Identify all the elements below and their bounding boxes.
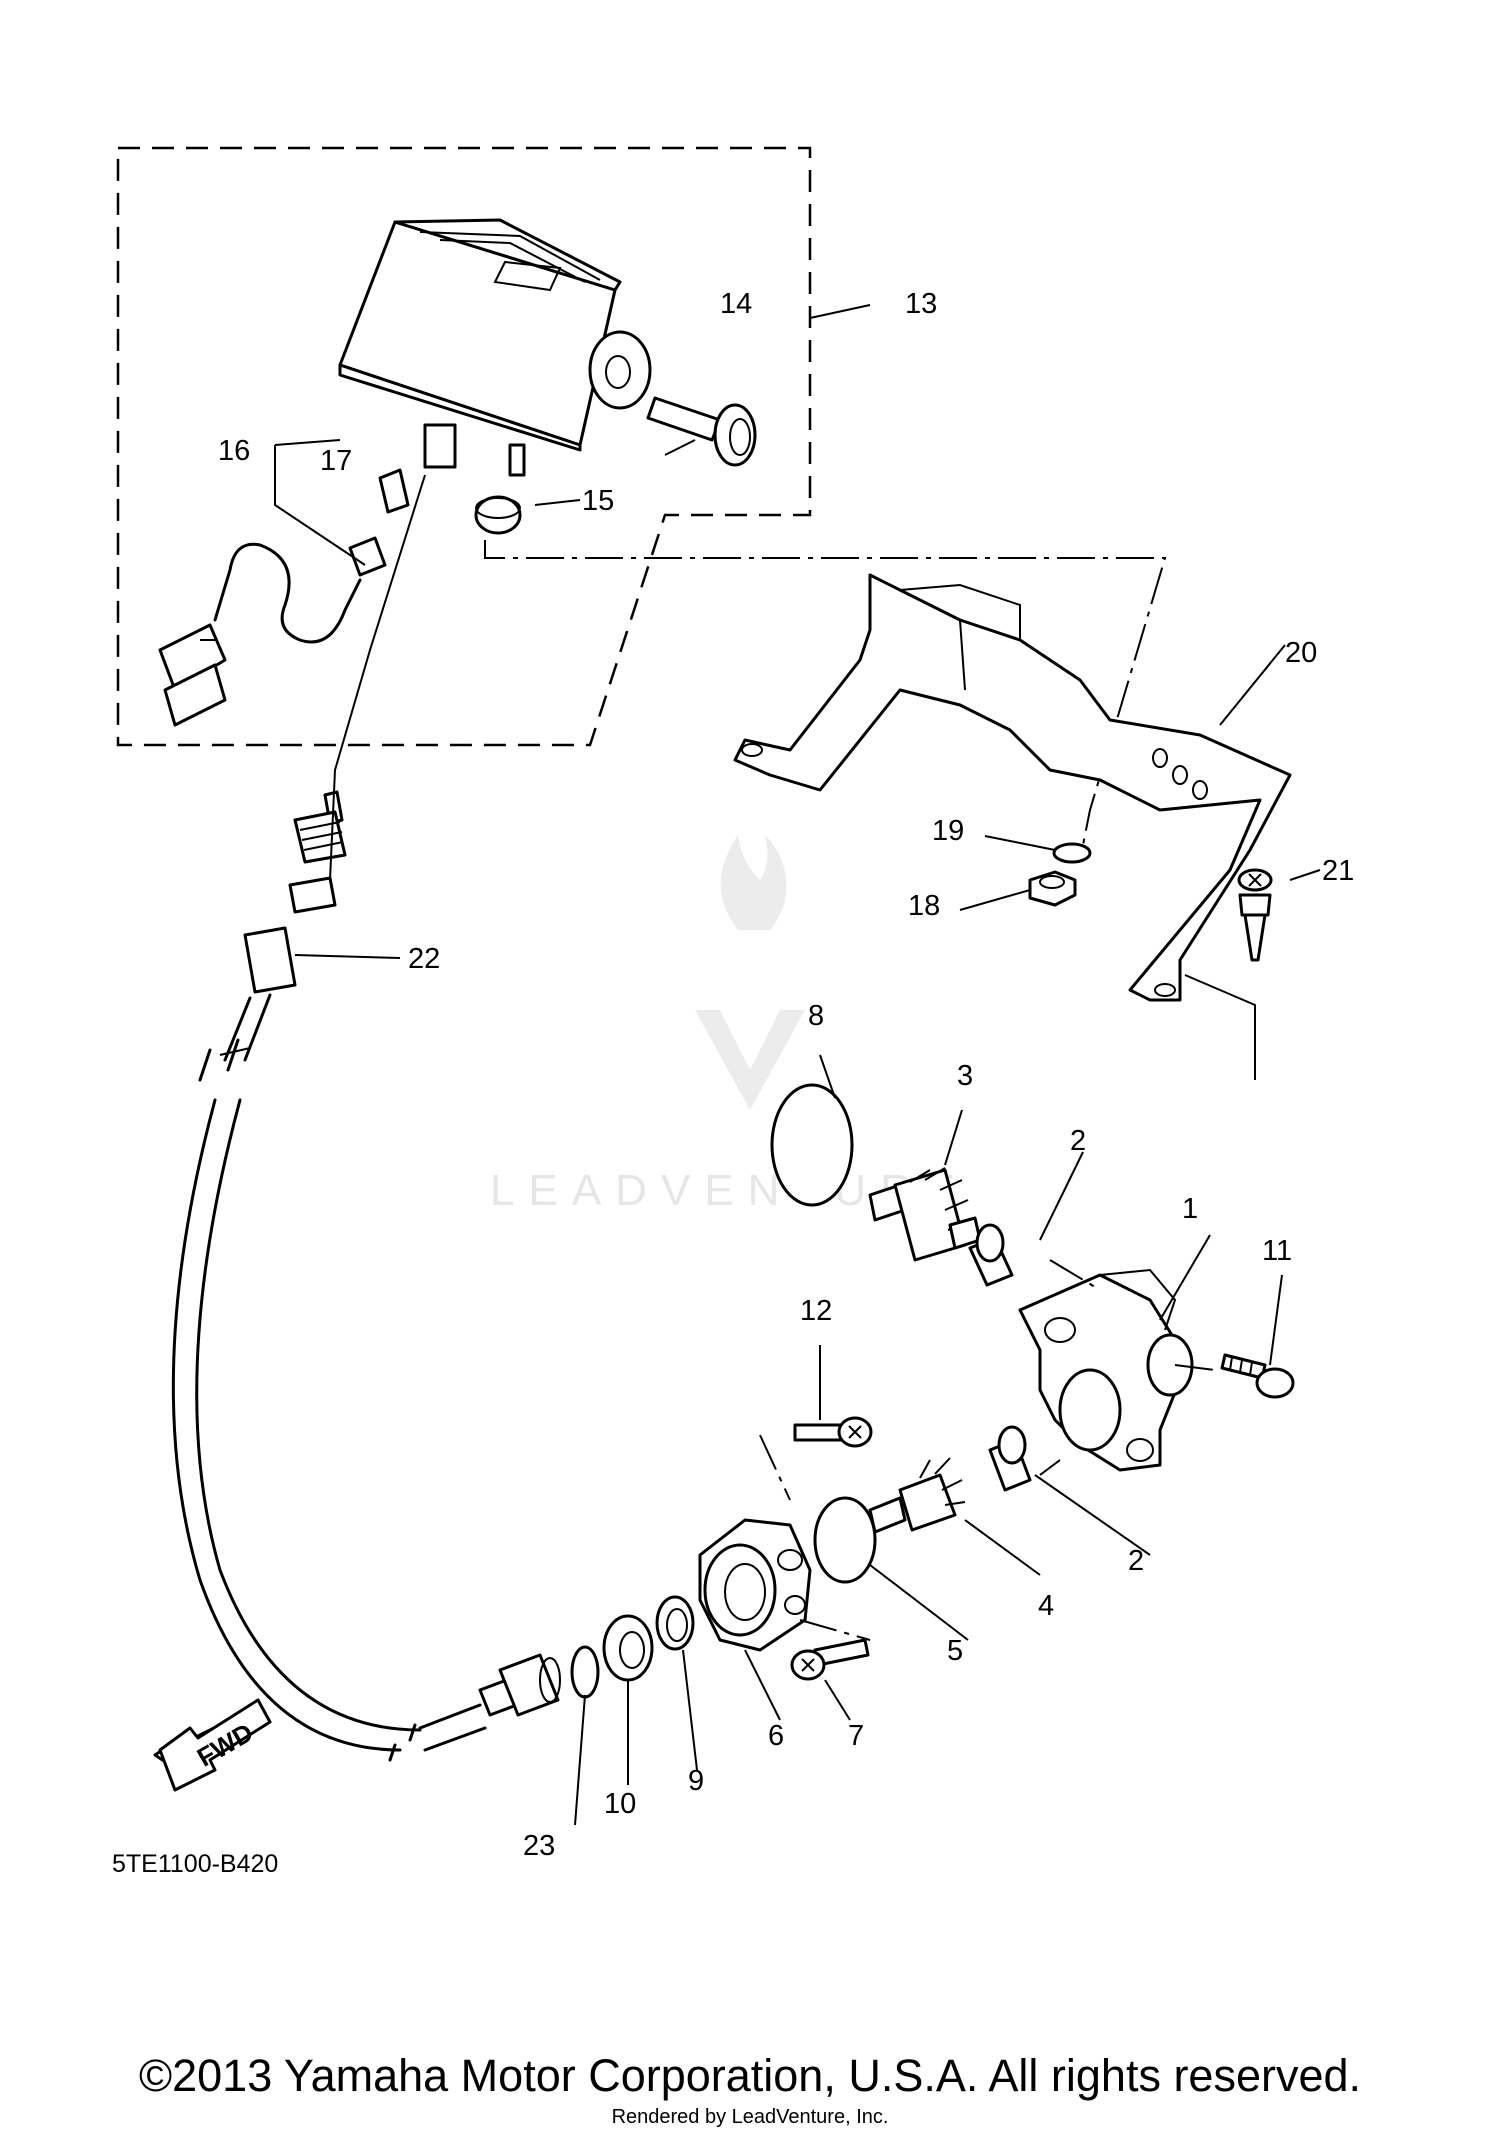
callout-11: 11 <box>1262 1235 1292 1267</box>
callout-23: 23 <box>523 1830 555 1862</box>
callout-17: 17 <box>320 445 352 477</box>
drive-gear-4 <box>868 1457 966 1534</box>
watermark: LEADVENTURE <box>490 835 955 1215</box>
trip-knob <box>646 396 757 467</box>
oil-seal-10 <box>602 1614 654 1682</box>
washer-9 <box>655 1595 695 1651</box>
callout-5: 5 <box>947 1635 963 1667</box>
callout-8: 8 <box>808 1000 824 1032</box>
screw-7 <box>790 1638 870 1681</box>
callout-16: 16 <box>218 435 250 467</box>
meter-bracket <box>733 573 1292 1002</box>
callout-14: 14 <box>720 288 752 320</box>
washer-19 <box>1052 842 1092 864</box>
rendered-by-notice: Rendered by LeadVenture, Inc. <box>611 2106 889 2128</box>
callout-7: 7 <box>848 1720 864 1752</box>
meter-assembly-dashed-box <box>116 146 812 747</box>
watermark-flame-icon <box>720 835 787 930</box>
drawing-code: 5TE1100-B420 <box>112 1850 278 1878</box>
callout-3: 3 <box>957 1060 973 1092</box>
callout-18: 18 <box>908 890 940 922</box>
callout-9: 9 <box>688 1765 704 1797</box>
callout-22: 22 <box>408 943 440 975</box>
callout-13: 13 <box>905 288 937 320</box>
callout-10: 10 <box>604 1788 636 1820</box>
o-ring-8 <box>770 1083 854 1207</box>
speedometer-cable <box>171 790 487 1762</box>
callout-1: 1 <box>1182 1193 1198 1225</box>
callout-20: 20 <box>1285 637 1317 669</box>
main-housing-1 <box>1018 1268 1194 1472</box>
bolt-11 <box>1220 1353 1295 1399</box>
callout-19: 19 <box>932 815 964 847</box>
o-ring-5 <box>813 1496 877 1584</box>
cable-end-23 <box>478 1645 600 1717</box>
speedometer-meter <box>338 218 652 477</box>
callout-15: 15 <box>582 485 614 517</box>
screw-12 <box>793 1416 873 1448</box>
driven-gear-3 <box>868 1167 982 1262</box>
gear-housing-6 <box>698 1518 812 1652</box>
copyright-notice: ©2013 Yamaha Motor Corporation, U.S.A. A… <box>138 2050 1362 2101</box>
callout-6: 6 <box>768 1720 784 1752</box>
clip-rivet-21 <box>1237 868 1273 962</box>
nut-18 <box>1028 870 1077 907</box>
bushing-2-upper <box>968 1223 1014 1287</box>
callout-12: 12 <box>800 1295 832 1327</box>
bulb-socket <box>158 468 410 727</box>
watermark-v-icon <box>695 1010 805 1110</box>
callout-2-lower: 2 <box>1128 1545 1144 1577</box>
callout-2-upper: 2 <box>1070 1125 1086 1157</box>
grommet-15 <box>474 495 522 535</box>
callout-21: 21 <box>1322 855 1354 887</box>
callout-labels: 1 2 2 3 4 5 6 7 8 9 10 11 12 13 14 15 16… <box>218 288 1354 1862</box>
bushing-2-lower <box>988 1425 1032 1492</box>
callout-4: 4 <box>1038 1590 1054 1622</box>
fwd-arrow: FWD <box>153 1698 272 1792</box>
